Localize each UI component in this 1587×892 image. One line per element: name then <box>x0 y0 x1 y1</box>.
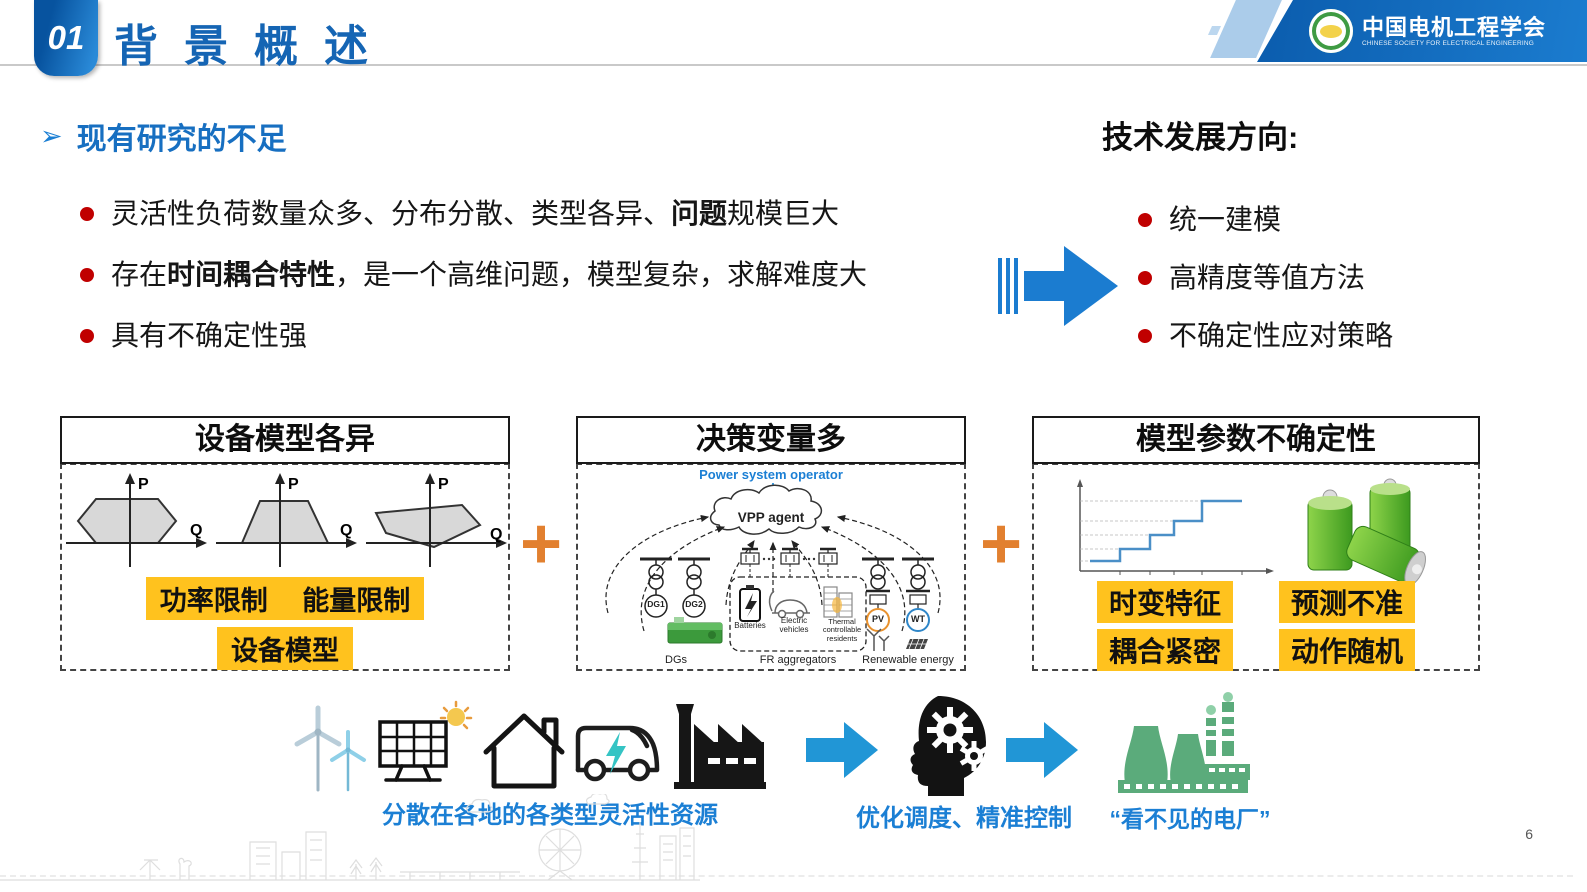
bullet-item: 灵活性负荷数量众多、分布分散、类型各异、问题规模巨大 <box>80 194 867 234</box>
step-chart <box>1077 479 1274 575</box>
battery-image <box>1307 478 1426 585</box>
org-name: 中国电机工程学会 <box>1362 14 1547 40</box>
uncertainty-tag: 耦合紧密 <box>1096 629 1233 671</box>
box-title: 模型参数不确定性 <box>1032 416 1480 464</box>
dgs-group-label: DGs <box>665 654 687 666</box>
solar-panel-icon <box>378 700 473 782</box>
wt-node-label: WT <box>911 614 925 624</box>
directions-heading: 技术发展方向: <box>1102 120 1299 155</box>
device-model-tag: 设备模型 <box>217 627 353 670</box>
org-logo-icon <box>1309 9 1353 53</box>
head-gears-icon <box>910 696 989 796</box>
org-banner: 中国电机工程学会 CHINESE SOCIETY FOR ELECTRICAL … <box>1257 0 1587 62</box>
fr-group-label: FR aggregators <box>759 654 837 666</box>
wind-turbine-icon <box>294 705 366 792</box>
plus-sign: + <box>980 504 1023 584</box>
org-name-en: CHINESE SOCIETY FOR ELECTRICAL ENGINEERI… <box>1362 39 1535 47</box>
section-heading: ➢ 现有研究的不足 <box>40 114 287 158</box>
svg-text:Q: Q <box>490 526 502 543</box>
page-number: 6 <box>1525 826 1533 842</box>
svg-text:Q: Q <box>190 522 202 539</box>
factory-icon <box>674 704 766 789</box>
batteries-label: Batteries <box>734 621 766 630</box>
device-models-box: 设备模型各异 P Q P <box>60 416 510 671</box>
banner-decoration <box>1207 26 1222 35</box>
caption-control: 优化调度、精准控制 <box>856 805 1072 832</box>
dg2-node-label: DG2 <box>685 599 703 609</box>
operator-label: Power system operator <box>699 467 843 482</box>
bullet-dot-icon <box>1138 329 1152 343</box>
directions-bullet-list: 统一建模 高精度等值方法 不确定性应对策略 <box>1138 200 1393 374</box>
uncertainty-box: 模型参数不确定性 <box>1032 416 1480 671</box>
bullet-dot-icon <box>1138 271 1152 285</box>
svg-text:Q: Q <box>340 522 352 539</box>
uncertainty-tag: 预测不准 <box>1279 581 1416 623</box>
bullet-item: 统一建模 <box>1138 200 1393 240</box>
svg-text:P: P <box>438 476 449 493</box>
vpp-system-diagram <box>605 483 941 652</box>
caption-resources: 分散在各地的各类型灵活性资源 <box>382 802 718 829</box>
dg1-node-label: DG1 <box>647 599 665 609</box>
uncertainty-tag: 时变特征 <box>1096 581 1233 623</box>
thermal-label: Thermal controllable residents <box>822 617 862 643</box>
problem-bullet-list: 灵活性负荷数量众多、分布分散、类型各异、问题规模巨大 存在时间耦合特性，是一个高… <box>80 194 867 377</box>
power-energy-limit-tag: 功率限制 能量限制 <box>145 577 425 620</box>
green-power-plant-icon <box>1118 692 1250 793</box>
box-title: 设备模型各异 <box>60 416 510 464</box>
svg-text:P: P <box>138 476 149 493</box>
pv-node-label: PV <box>871 614 884 624</box>
header-divider <box>0 64 1587 66</box>
bullet-dot-icon <box>80 268 94 282</box>
page-title: 背景概述 <box>114 22 394 71</box>
flow-arrow-icon <box>1006 722 1078 778</box>
skyline-watermark <box>0 794 700 881</box>
decision-variables-box: 决策变量多 <box>576 416 966 671</box>
flow-arrow-icon <box>806 722 878 778</box>
bullet-dot-icon <box>80 329 94 343</box>
ev-truck-icon <box>575 725 660 782</box>
pq-capability-diagrams: P Q P Q P <box>66 473 507 567</box>
chapter-badge: 01 <box>34 0 98 76</box>
plus-sign: + <box>520 504 563 584</box>
bullet-item: 不确定性应对策略 <box>1138 316 1393 356</box>
box-title: 决策变量多 <box>576 416 966 464</box>
chevron-marker-icon: ➢ <box>40 120 63 151</box>
bullet-item: 具有不确定性强 <box>80 316 867 356</box>
uncertainty-tag: 动作随机 <box>1279 629 1416 671</box>
vpp-agent-label: VPP agent <box>737 510 805 525</box>
promote-arrow-icon <box>998 246 1118 326</box>
ev-label: Electric vehicles <box>779 616 809 634</box>
house-icon <box>483 713 565 789</box>
svg-text:P: P <box>288 476 299 493</box>
bullet-item: 存在时间耦合特性，是一个高维问题，模型复杂，求解难度大 <box>80 255 867 295</box>
bullet-item: 高精度等值方法 <box>1138 258 1393 298</box>
ground-dashed-line <box>0 875 1573 877</box>
bullet-dot-icon <box>80 207 94 221</box>
section-heading-text: 现有研究的不足 <box>76 123 287 156</box>
caption-plant: “看不见的电厂” <box>1109 806 1271 832</box>
bullet-dot-icon <box>1138 213 1152 227</box>
renewable-group-label: Renewable energy <box>862 654 954 666</box>
